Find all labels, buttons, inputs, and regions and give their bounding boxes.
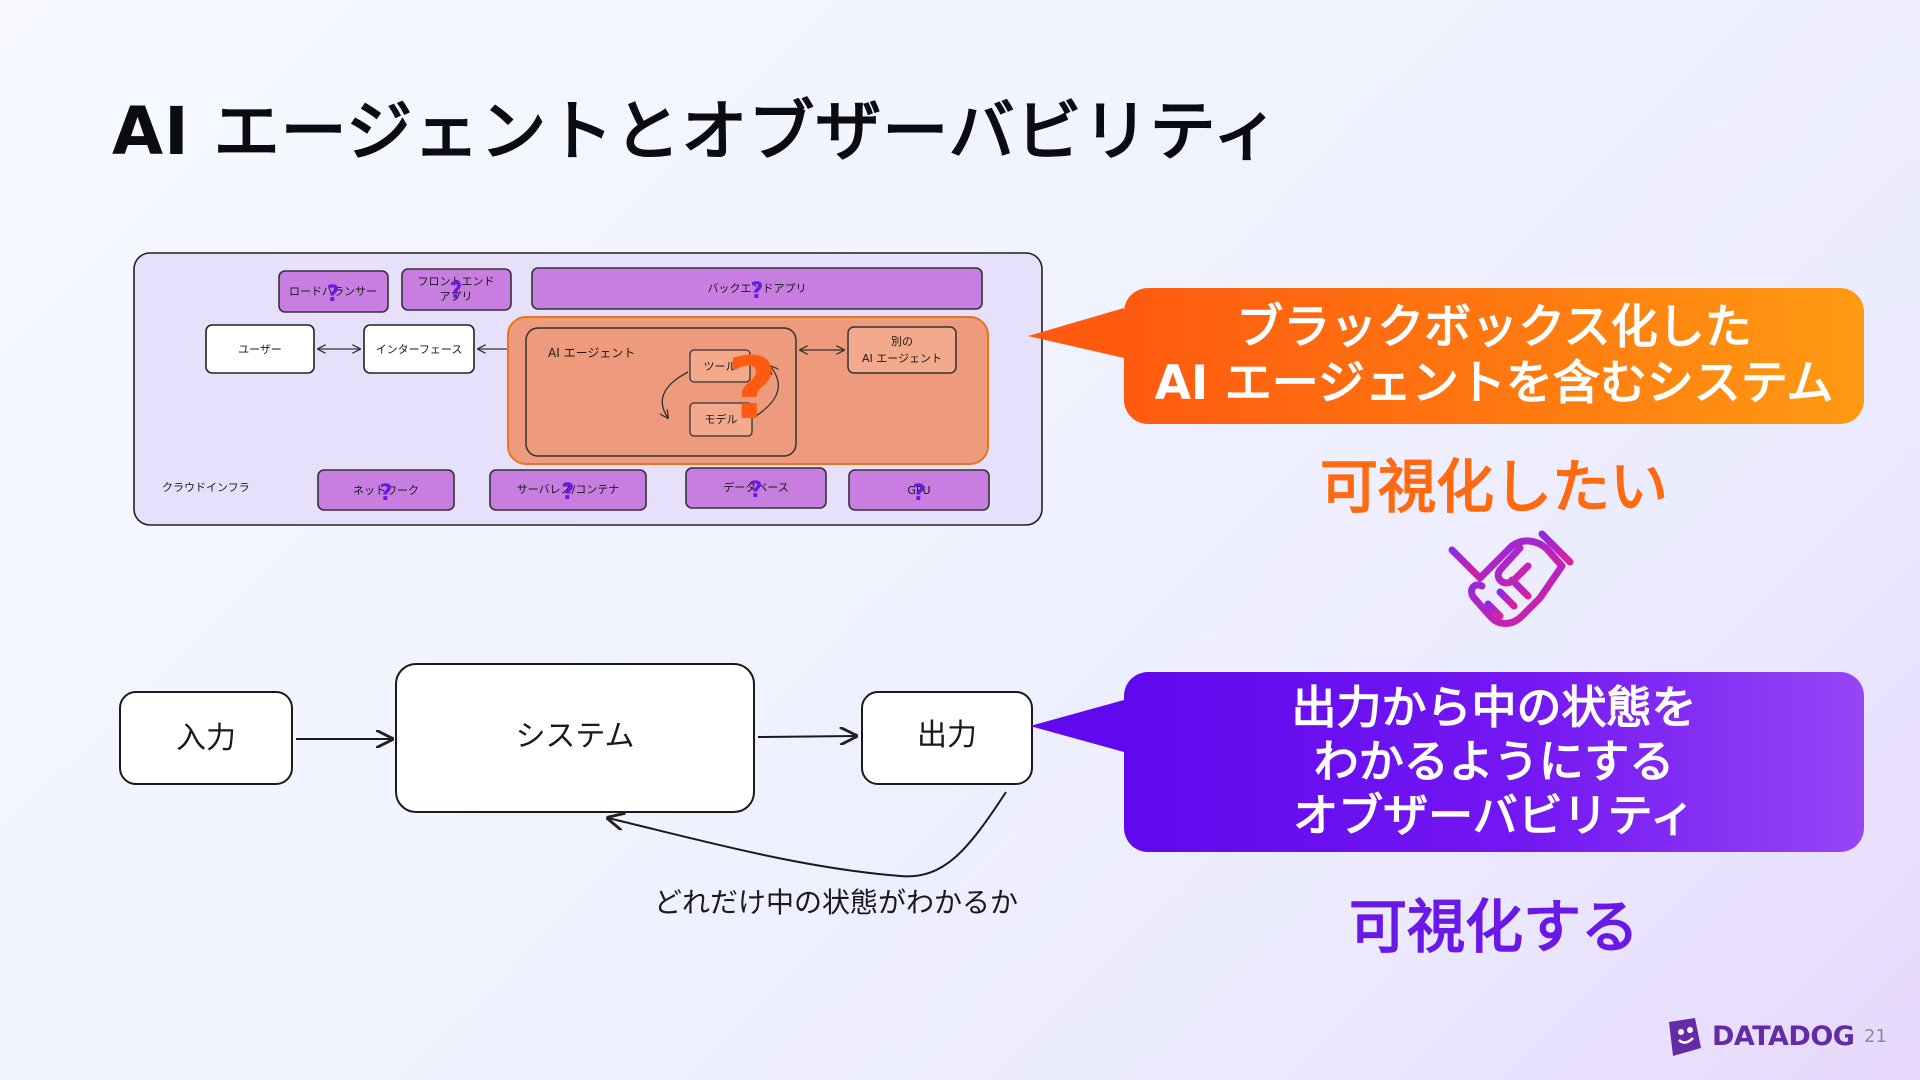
other-agent-label-2: AI エージェント [862, 352, 942, 365]
blackbox-callout: ブラックボックス化した AI エージェントを含むシステム [1124, 288, 1864, 424]
interface-label: インターフェース [376, 343, 463, 356]
frontend-label-1: フロントエンド [418, 275, 495, 288]
interface-box: インターフェース [363, 324, 475, 374]
output-box [861, 691, 1033, 785]
other-agent-label-1: 別の [891, 335, 913, 348]
handshake-icon [1448, 530, 1574, 627]
ai-agent-label: AI エージェント [548, 346, 635, 360]
feedback-arrow [608, 791, 1007, 878]
blackbox-callout-line2: AI エージェントを含むシステム [1154, 356, 1834, 411]
backend-label: バックエンドアプリ [708, 282, 807, 295]
user-label: ユーザー [238, 343, 282, 356]
tool-box [689, 349, 751, 383]
load-balancer-box: ロードバランサー ? [278, 270, 389, 313]
question-mark: ? [751, 279, 764, 304]
user-box: ユーザー [205, 324, 315, 374]
question-mark: ? [913, 481, 926, 506]
question-mark: ? [750, 478, 763, 503]
system-box [395, 663, 755, 813]
blackbox-callout-line1: ブラックボックス化した [1236, 299, 1752, 355]
network-box: ネットワーク ? [317, 469, 455, 511]
want-visualize-text: 可視化したい [1319, 453, 1668, 521]
model-box [689, 402, 753, 437]
model-tool-curve-arrow [662, 371, 689, 418]
gpu-label: GPU [907, 484, 930, 497]
observability-callout-line1: 出力から中の状態を [1291, 681, 1697, 734]
tool-model-curve-arrow [755, 366, 779, 417]
model-label: モデル [705, 412, 738, 426]
feedback-caption: どれだけ中の状態がわかるか [654, 886, 1018, 919]
observability-callout-line2: わかるようにする [1313, 735, 1675, 788]
frontend-label-2: アプリ [440, 290, 473, 303]
big-question-mark: ? [727, 339, 777, 439]
tool-label: ツール [704, 360, 737, 373]
database-label: データベース [723, 480, 788, 494]
datadog-dog-icon [1669, 1018, 1701, 1056]
purple-callout-pointer [1030, 700, 1124, 752]
serverless-box: サーバレス/コンテナ ? [489, 469, 647, 511]
backend-box: バックエンドアプリ ? [531, 267, 983, 310]
database-box: データベース ? [685, 467, 827, 509]
output-label: 出力 [917, 718, 977, 753]
slide-title: AI エージェントとオブザーバビリティ [112, 93, 1280, 170]
observability-callout-line3: オブザーバビリティ [1293, 789, 1695, 842]
system-label: システム [515, 719, 634, 754]
cloud-infra-label: クラウドインフラ [162, 481, 250, 494]
input-label: 入力 [176, 721, 236, 756]
serverless-label: サーバレス/コンテナ [517, 483, 620, 496]
other-agent-box: 別の AI エージェント [847, 326, 957, 374]
question-mark: ? [562, 480, 575, 505]
ai-agent-box [525, 327, 797, 457]
observability-callout: 出力から中の状態を わかるようにする オブザーバビリティ [1124, 672, 1864, 852]
gpu-box: GPU ? [848, 469, 990, 511]
question-mark: ? [327, 282, 340, 307]
question-mark: ? [450, 279, 463, 304]
frontend-box: フロントエンド アプリ ? [401, 268, 512, 311]
page-number: 21 [1864, 1026, 1887, 1047]
architecture-diagram: ロードバランサー ? フロントエンド アプリ ? バックエンドアプリ ? ユーザ… [133, 252, 1043, 526]
system-output-arrow [757, 736, 856, 737]
load-balancer-label: ロードバランサー [289, 285, 377, 298]
input-box [119, 691, 293, 785]
brand-name: DATADOG [1712, 1020, 1855, 1052]
question-mark: ? [380, 481, 393, 506]
visualize-text: 可視化する [1348, 893, 1639, 961]
flow-diagram: 入力 システム 出力 どれだけ中の状態がわかるか [119, 663, 1033, 919]
orange-callout-pointer [1028, 308, 1124, 358]
network-label: ネットワーク [353, 484, 419, 497]
datadog-logo: DATADOG [1668, 1016, 1855, 1056]
